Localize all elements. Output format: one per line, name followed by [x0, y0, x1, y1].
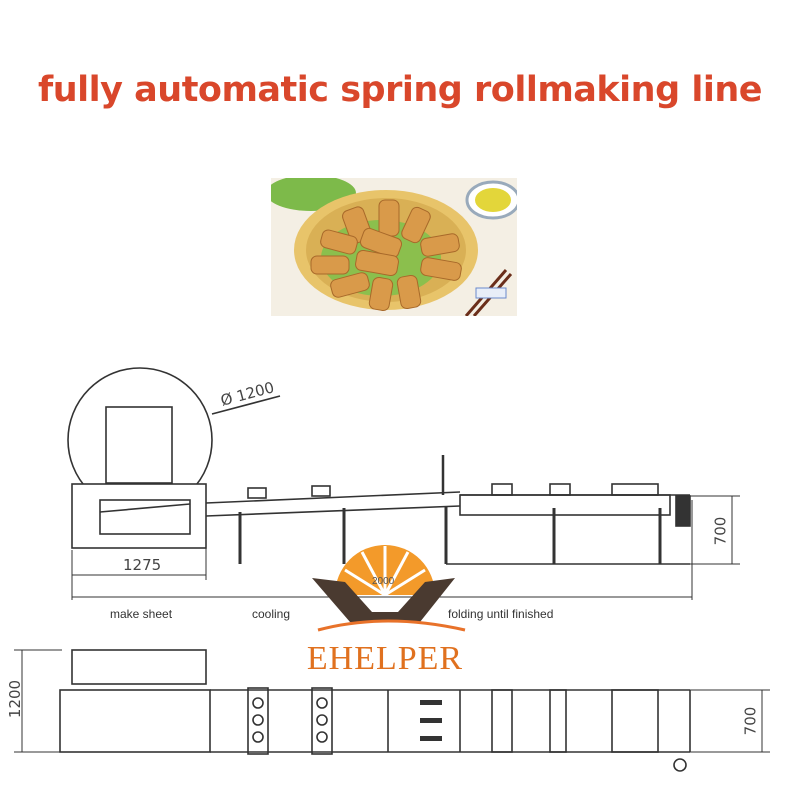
logo-year: 2000 [372, 576, 395, 587]
conveyor-width-label: 700 [741, 706, 760, 736]
stage-label-folding: folding until finished [448, 607, 554, 621]
stage-label-make-sheet: make sheet [110, 607, 173, 621]
ehelper-logo-icon [312, 545, 466, 632]
spring-roll-photo [271, 178, 517, 316]
top-width-label: 1200 [6, 679, 25, 719]
sheet-length-label: 1275 [123, 556, 162, 574]
brand-name: EHELPER [306, 640, 464, 677]
side-height-label: 700 [711, 516, 730, 546]
page-title: fully automatic spring rollmaking line [38, 70, 762, 110]
stage-label-cooling: cooling [252, 607, 291, 621]
